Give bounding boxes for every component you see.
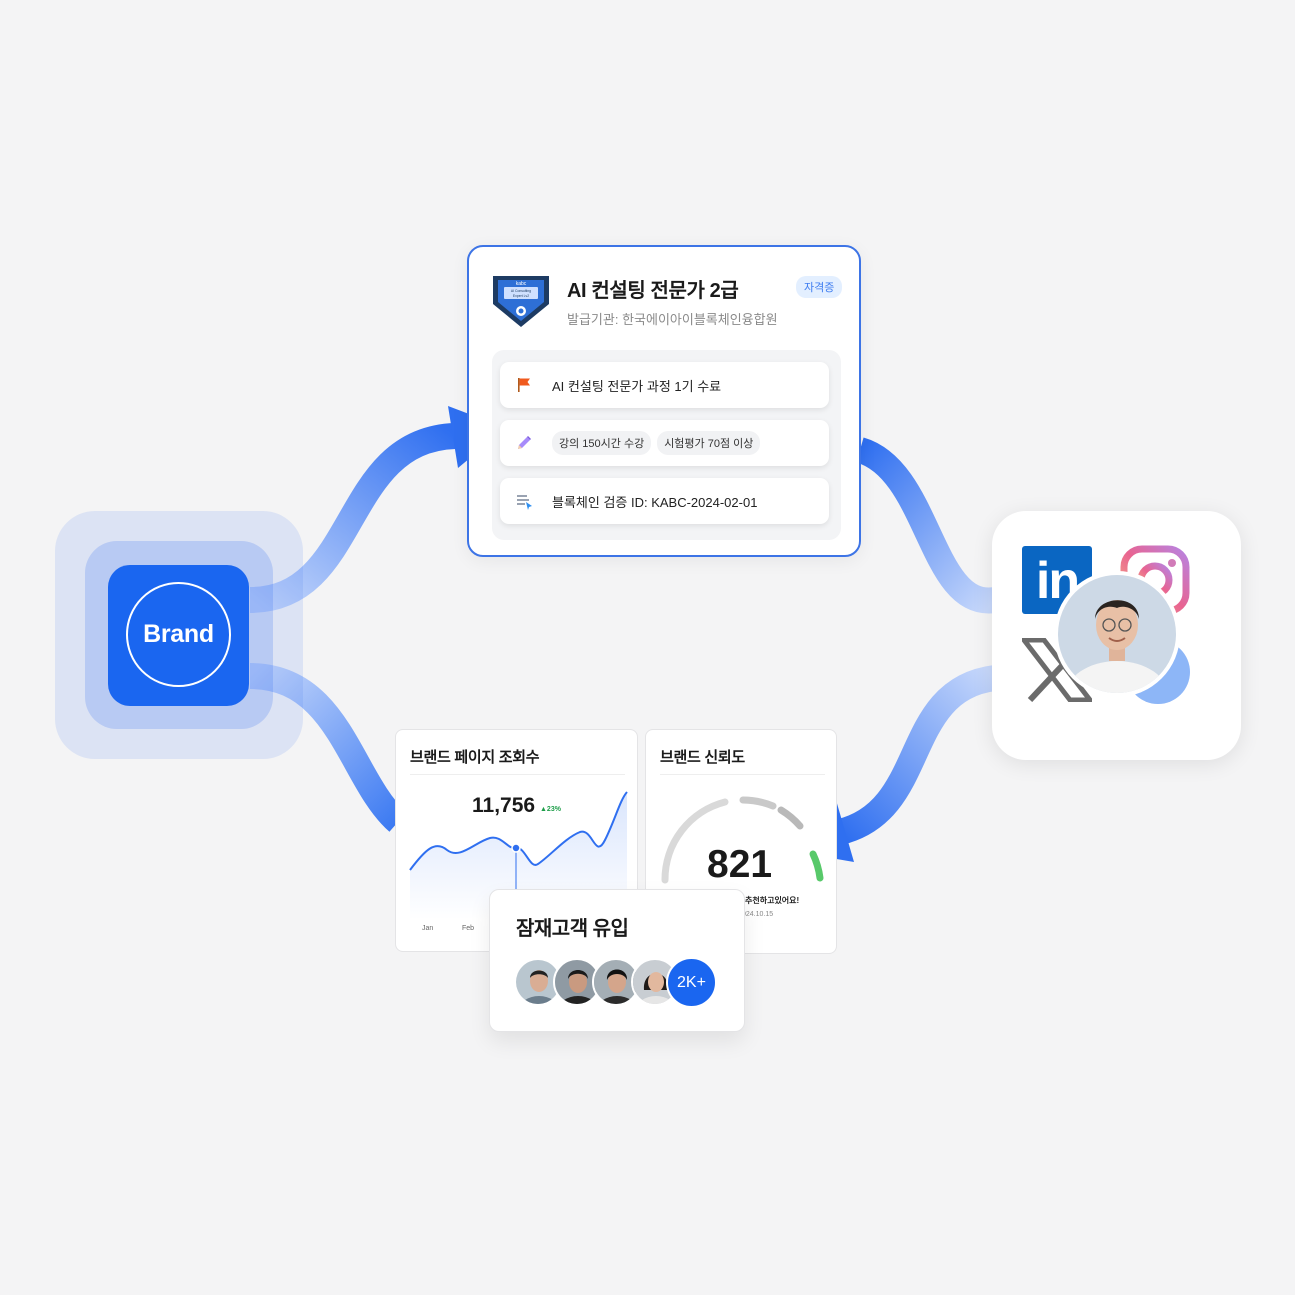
document-check-icon <box>514 491 534 511</box>
certificate-row-text: 블록체인 검증 ID: KABC-2024-02-01 <box>552 494 758 510</box>
brand-label: Brand <box>143 620 214 648</box>
certificate-emblem-icon: kabc AI Consulting Expert Lv2 <box>493 276 549 327</box>
lead-avatar[interactable] <box>514 958 562 1006</box>
page-views-delta: ▲23% <box>540 806 561 813</box>
certificate-badge: 자격증 <box>796 276 843 298</box>
certificate-row-verification[interactable]: 블록체인 검증 ID: KABC-2024-02-01 <box>500 478 829 524</box>
lead-count-badge[interactable]: 2K+ <box>666 957 717 1008</box>
certificate-issuer: 발급기관: 한국에이아이블록체인융합원 <box>567 312 778 327</box>
page-views-value: 11,756 <box>472 794 536 817</box>
certificate-title: AI 컨설팅 전문가 2급 <box>567 280 739 302</box>
divider <box>410 774 625 775</box>
svg-text:kabc: kabc <box>516 281 527 287</box>
brand-ring <box>126 582 231 687</box>
brand-trust-score: 821 <box>707 843 773 886</box>
leads-title: 잠재고객 유입 <box>516 918 629 940</box>
trust-gauge <box>661 796 824 884</box>
x-tick-label: Jan <box>422 925 434 932</box>
svg-text:Expert Lv2: Expert Lv2 <box>513 294 529 298</box>
svg-text:AI Consulting: AI Consulting <box>511 289 531 293</box>
pencil-icon <box>514 433 534 453</box>
brand-trust-title: 브랜드 신뢰도 <box>660 749 745 766</box>
requirement-pill: 시험평가 70점 이상 <box>657 431 761 455</box>
lead-avatar[interactable] <box>553 958 601 1006</box>
x-tick-label: Feb <box>462 925 475 932</box>
certificate-row-completion[interactable]: AI 컨설팅 전문가 과정 1기 수료 <box>500 362 829 408</box>
chart-marker <box>511 843 521 853</box>
certificate-row-text: AI 컨설팅 전문가 과정 1기 수료 <box>552 378 722 394</box>
page-views-title: 브랜드 페이지 조회수 <box>410 749 540 766</box>
flag-icon <box>514 375 534 395</box>
requirement-pill: 강의 150시간 수강 <box>552 431 652 455</box>
divider <box>660 774 825 775</box>
brand-trust-date: 024.10.15 <box>742 911 774 918</box>
profile-avatar[interactable] <box>1058 575 1176 693</box>
lead-avatar[interactable] <box>592 958 640 1006</box>
certificate-row-requirements[interactable]: 강의 150시간 수강 시험평가 70점 이상 <box>500 420 829 466</box>
brand-trust-subtitle: 추천하고있어요! <box>745 896 800 905</box>
